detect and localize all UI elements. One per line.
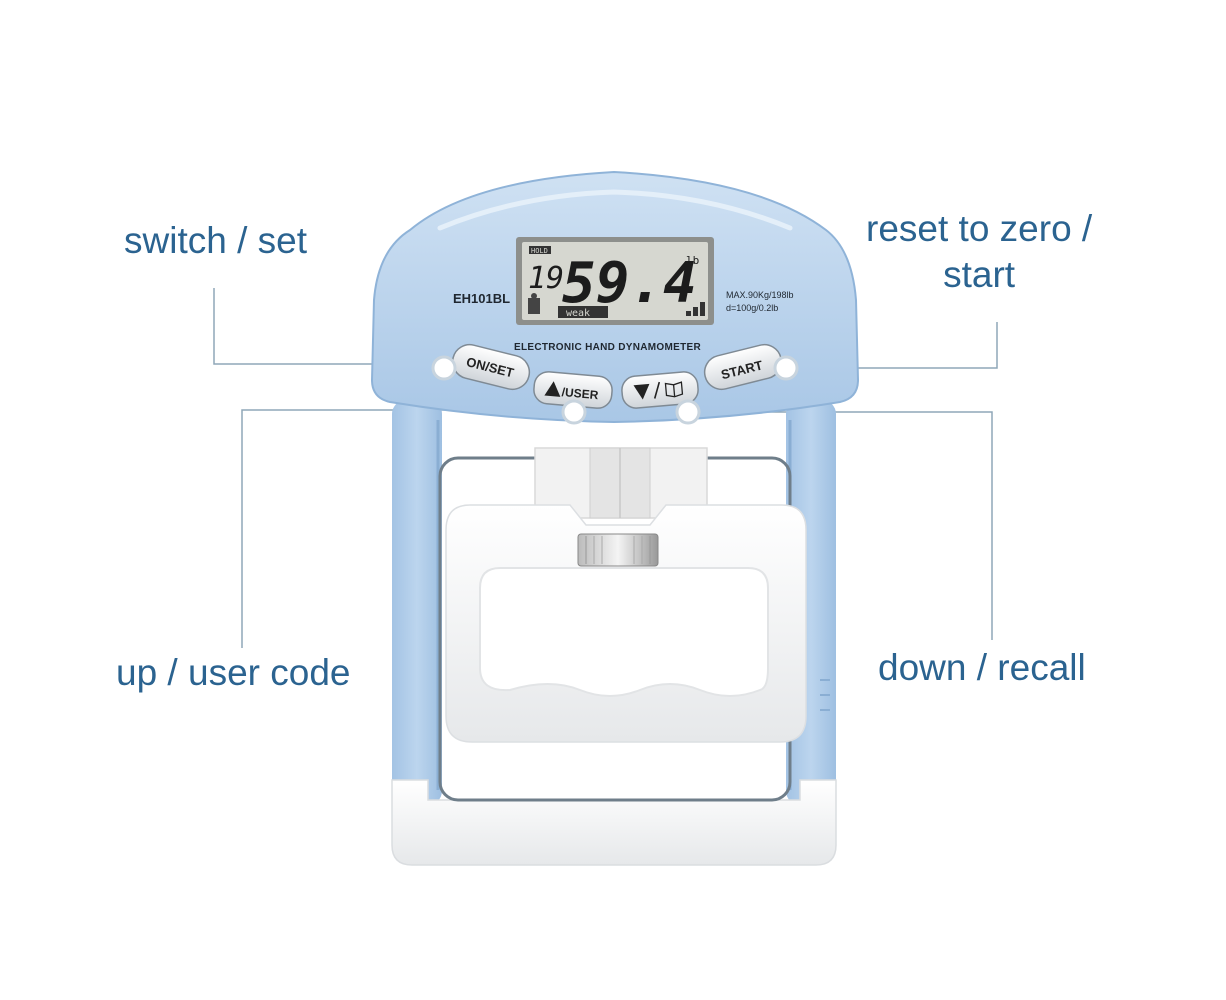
lcd-person-icon [528, 293, 540, 314]
device-model: EH101BL [453, 291, 510, 306]
device-spec-line1: MAX.90Kg/198lb [726, 290, 794, 300]
dot-on-set [431, 355, 457, 381]
down-arrow-icon [633, 383, 650, 400]
up-user-button[interactable]: /USER [533, 371, 613, 410]
callout-down-recall: down / recall [878, 647, 1086, 688]
frame-left-arm [392, 400, 442, 805]
handle-opening [479, 567, 769, 697]
dot-down-recall [675, 399, 701, 425]
start-button[interactable]: START [701, 341, 785, 393]
callout-reset-start-line1: reset to zero / [866, 208, 1093, 249]
callout-reset-start-line2: start [943, 254, 1016, 295]
up-user-button-label: /USER [561, 385, 599, 402]
leader-switch-set [213, 288, 445, 365]
lcd-reading: 59.4 [562, 251, 697, 316]
frame-bottom-base [391, 779, 837, 866]
lcd-unit: lb [686, 254, 699, 267]
device-spec-line2: d=100g/0.2lb [726, 303, 778, 313]
book-icon [664, 381, 684, 398]
on-set-button[interactable]: ON/SET [449, 341, 533, 393]
lcd-hold-label: HOLD [531, 247, 548, 255]
callout-reset-start: reset to zero / start [866, 206, 1092, 298]
callout-up-user-code: up / user code [116, 652, 351, 693]
down-recall-button[interactable] [621, 371, 699, 410]
lcd-user-code: 19 [528, 261, 564, 296]
callout-dots [431, 355, 799, 425]
adjustment-knob[interactable] [577, 533, 659, 567]
dot-start [773, 355, 799, 381]
lcd-screen: HOLD 19 59.4 lb weak [516, 237, 714, 325]
device-title: ELECTRONIC HAND DYNAMOMETER [514, 342, 701, 353]
lcd-rating: weak [566, 308, 590, 319]
handle-grip [445, 504, 807, 743]
dot-up-user [561, 399, 587, 425]
up-arrow-icon [544, 381, 561, 397]
callout-switch-set: switch / set [124, 220, 307, 261]
lcd-level-bars-icon [686, 302, 705, 316]
